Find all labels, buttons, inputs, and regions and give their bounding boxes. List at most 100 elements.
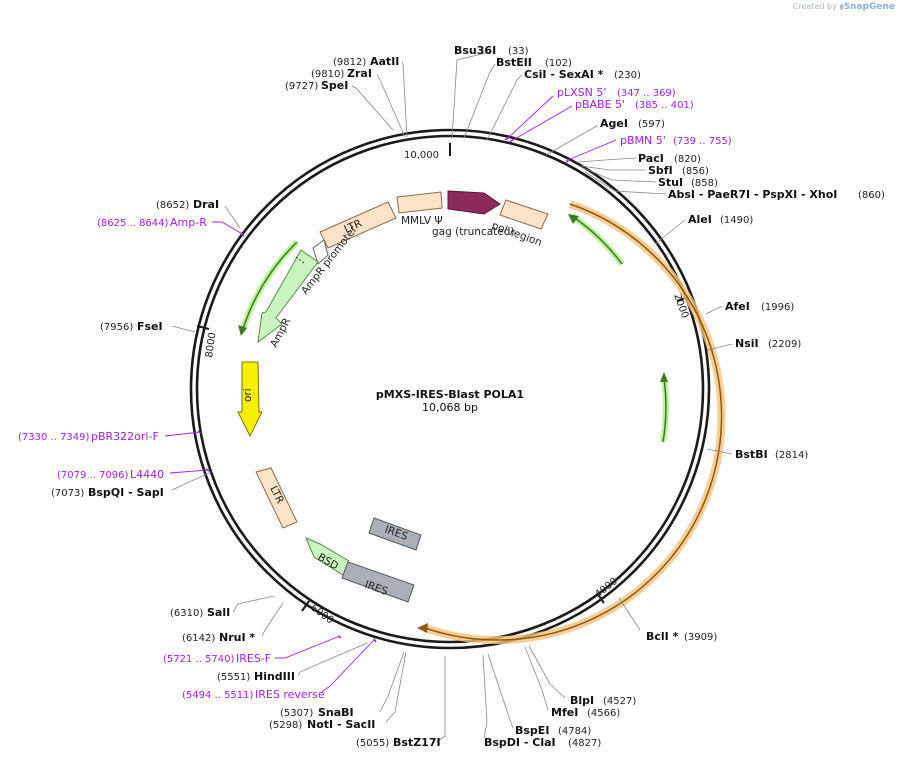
- restriction-site-bstz17i[interactable]: (5055) BstZ17I: [356, 736, 441, 749]
- restriction-site-nsii[interactable]: NsiI (2209): [735, 337, 801, 350]
- feature-ires-inner[interactable]: IRES: [368, 517, 422, 551]
- primer-name: pLXSN 5': [557, 86, 606, 99]
- tick-marks: [196, 143, 689, 612]
- primer-amp-r[interactable]: (8625 .. 8644) Amp-R: [97, 216, 207, 229]
- site-name: AgeI: [600, 117, 628, 130]
- site-name: AleI: [688, 213, 712, 226]
- restriction-site-afei[interactable]: AfeI (1996): [725, 300, 794, 313]
- site-position: (597): [638, 119, 665, 130]
- primer-name: L4440: [130, 468, 164, 481]
- site-name: BspQI - SapI: [88, 486, 164, 499]
- cds-arrowhead-icon: [417, 623, 428, 633]
- restriction-site-zrai[interactable]: (9810) ZraI: [311, 67, 372, 80]
- site-name: FseI: [137, 320, 163, 333]
- site-position: (4784): [558, 726, 591, 737]
- restriction-site-bspei[interactable]: BspEI (4784): [515, 724, 591, 737]
- site-name: PacI: [638, 152, 664, 165]
- restriction-site-bsu36i[interactable]: Bsu36I (33): [454, 44, 529, 57]
- site-position: (33): [508, 46, 529, 57]
- site-name: StuI: [658, 176, 683, 189]
- feature-ori[interactable]: ori: [237, 361, 263, 438]
- site-name: AatII: [370, 55, 399, 68]
- restriction-site-absi-xhoi[interactable]: AbsI - PaeR7I - PspXI - XhoI (860): [668, 188, 885, 201]
- restriction-site-bspdi-clai[interactable]: BspDI - ClaI (4827): [484, 736, 601, 749]
- restriction-site-sbfi[interactable]: SbfI (856): [648, 164, 709, 177]
- site-position: (5055): [356, 738, 389, 749]
- restriction-site-bcli[interactable]: BclI * (3909): [646, 630, 717, 643]
- restriction-site-sali[interactable]: (6310) SalI: [170, 606, 230, 619]
- site-name: AfeI: [725, 300, 750, 313]
- site-name: NotI - SacII: [307, 718, 375, 731]
- primer-pbabe-5[interactable]: pBABE 5' (385 .. 401): [575, 98, 694, 111]
- site-position: (858): [691, 178, 718, 189]
- site-name: BstEII: [496, 56, 532, 69]
- restriction-site-snabi[interactable]: (5307) SnaBI: [280, 706, 354, 719]
- feature-pol-region[interactable]: pol region: [490, 199, 549, 249]
- feature-ires-outer[interactable]: IRES: [341, 561, 415, 603]
- primer-leader-lines: [164, 95, 617, 693]
- site-position: (102): [545, 58, 572, 69]
- green-arrowhead-icon: [568, 214, 579, 224]
- site-position: (5307): [280, 708, 313, 719]
- site-name: ZraI: [347, 67, 372, 80]
- primer-name: pBABE 5': [575, 98, 625, 111]
- green-arc-feature-left[interactable]: [238, 239, 300, 336]
- green-arc-feature-top[interactable]: [568, 213, 625, 266]
- primer-plxsn-5[interactable]: pLXSN 5' (347 .. 369): [557, 86, 676, 99]
- feature-ltr-bottom[interactable]: LTR: [255, 467, 298, 529]
- restriction-site-drai[interactable]: (8652) DraI: [156, 198, 219, 211]
- restriction-site-spei[interactable]: (9727) SpeI: [285, 79, 348, 92]
- feature-ltr-top[interactable]: LTR: [319, 201, 397, 249]
- feature-gag-truncated[interactable]: gag (truncated): [432, 190, 515, 238]
- site-name: NsiI: [735, 337, 759, 350]
- restriction-site-blpi[interactable]: BlpI (4527): [570, 694, 636, 707]
- site-name: NruI *: [219, 631, 255, 644]
- restriction-site-noti-sacii[interactable]: (5298) NotI - SacII: [269, 718, 375, 731]
- restriction-site-csii-sexai[interactable]: CsiI - SexAI * (230): [524, 68, 641, 81]
- primer-name: pBMN 5': [620, 134, 666, 147]
- site-position: (2814): [775, 450, 808, 461]
- restriction-site-bsteii[interactable]: BstEII (102): [496, 56, 572, 69]
- site-name: SnaBI: [318, 706, 354, 719]
- restriction-site-agei[interactable]: AgeI (597): [600, 117, 665, 130]
- green-arrowhead-icon: [660, 372, 668, 382]
- primer-pbr322ori-f[interactable]: (7330 .. 7349) pBR322ori-F: [18, 430, 159, 443]
- plasmid-name: pMXS-IRES-Blast POLA1: [376, 388, 524, 401]
- restriction-site-stui[interactable]: StuI (858): [658, 176, 718, 189]
- primer-range: (347 .. 369): [617, 88, 676, 99]
- site-name: DraI: [193, 198, 219, 211]
- snapgene-logo-icon: ◖: [839, 2, 844, 11]
- feature-bsd[interactable]: BSD: [305, 537, 350, 576]
- restriction-site-alei[interactable]: AleI (1490): [688, 213, 753, 226]
- site-name: BstBI: [735, 448, 768, 461]
- primer-l4440[interactable]: (7079 .. 7096) L4440: [57, 468, 164, 481]
- site-position: (230): [614, 70, 641, 81]
- restriction-site-paci[interactable]: PacI (820): [638, 152, 701, 165]
- credit-prefix: Created by: [792, 2, 837, 11]
- site-position: (856): [682, 166, 709, 177]
- primer-pbmn-5[interactable]: pBMN 5' (739 .. 755): [620, 134, 732, 147]
- site-position: (7073): [51, 488, 84, 499]
- site-name: SpeI: [321, 79, 348, 92]
- restriction-site-nrui[interactable]: (6142) NruI *: [182, 631, 255, 644]
- restriction-site-bspqi-sapi[interactable]: (7073) BspQI - SapI: [51, 486, 164, 499]
- restriction-site-aatii[interactable]: (9812) AatII: [333, 55, 399, 68]
- site-position: (8652): [156, 200, 189, 211]
- tick-label-8000: 8000: [204, 332, 218, 359]
- restriction-site-bstbi[interactable]: BstBI (2814): [735, 448, 808, 461]
- restriction-site-mfei[interactable]: MfeI (4566): [551, 706, 620, 719]
- primer-ires-reverse[interactable]: (5494 .. 5511) IRES reverse: [182, 688, 325, 701]
- feature-ampr[interactable]: AmpR: [257, 249, 319, 349]
- feature-mmlv-psi[interactable]: MMLV Ψ: [396, 191, 443, 227]
- site-name: SalI: [207, 606, 230, 619]
- green-arc-feature-right[interactable]: [660, 372, 669, 443]
- site-position: (6142): [182, 633, 215, 644]
- restriction-site-hindiii[interactable]: (5551) HindIII: [217, 670, 295, 683]
- feature-label: MMLV Ψ: [401, 215, 443, 227]
- cds-arc-feature[interactable]: [417, 200, 726, 645]
- primer-ires-f[interactable]: (5721 .. 5740) IRES-F: [163, 652, 271, 665]
- site-position: (9810): [311, 69, 344, 80]
- restriction-site-fsei[interactable]: (7956) FseI: [100, 320, 163, 333]
- feature-label: gag (truncated): [432, 226, 515, 238]
